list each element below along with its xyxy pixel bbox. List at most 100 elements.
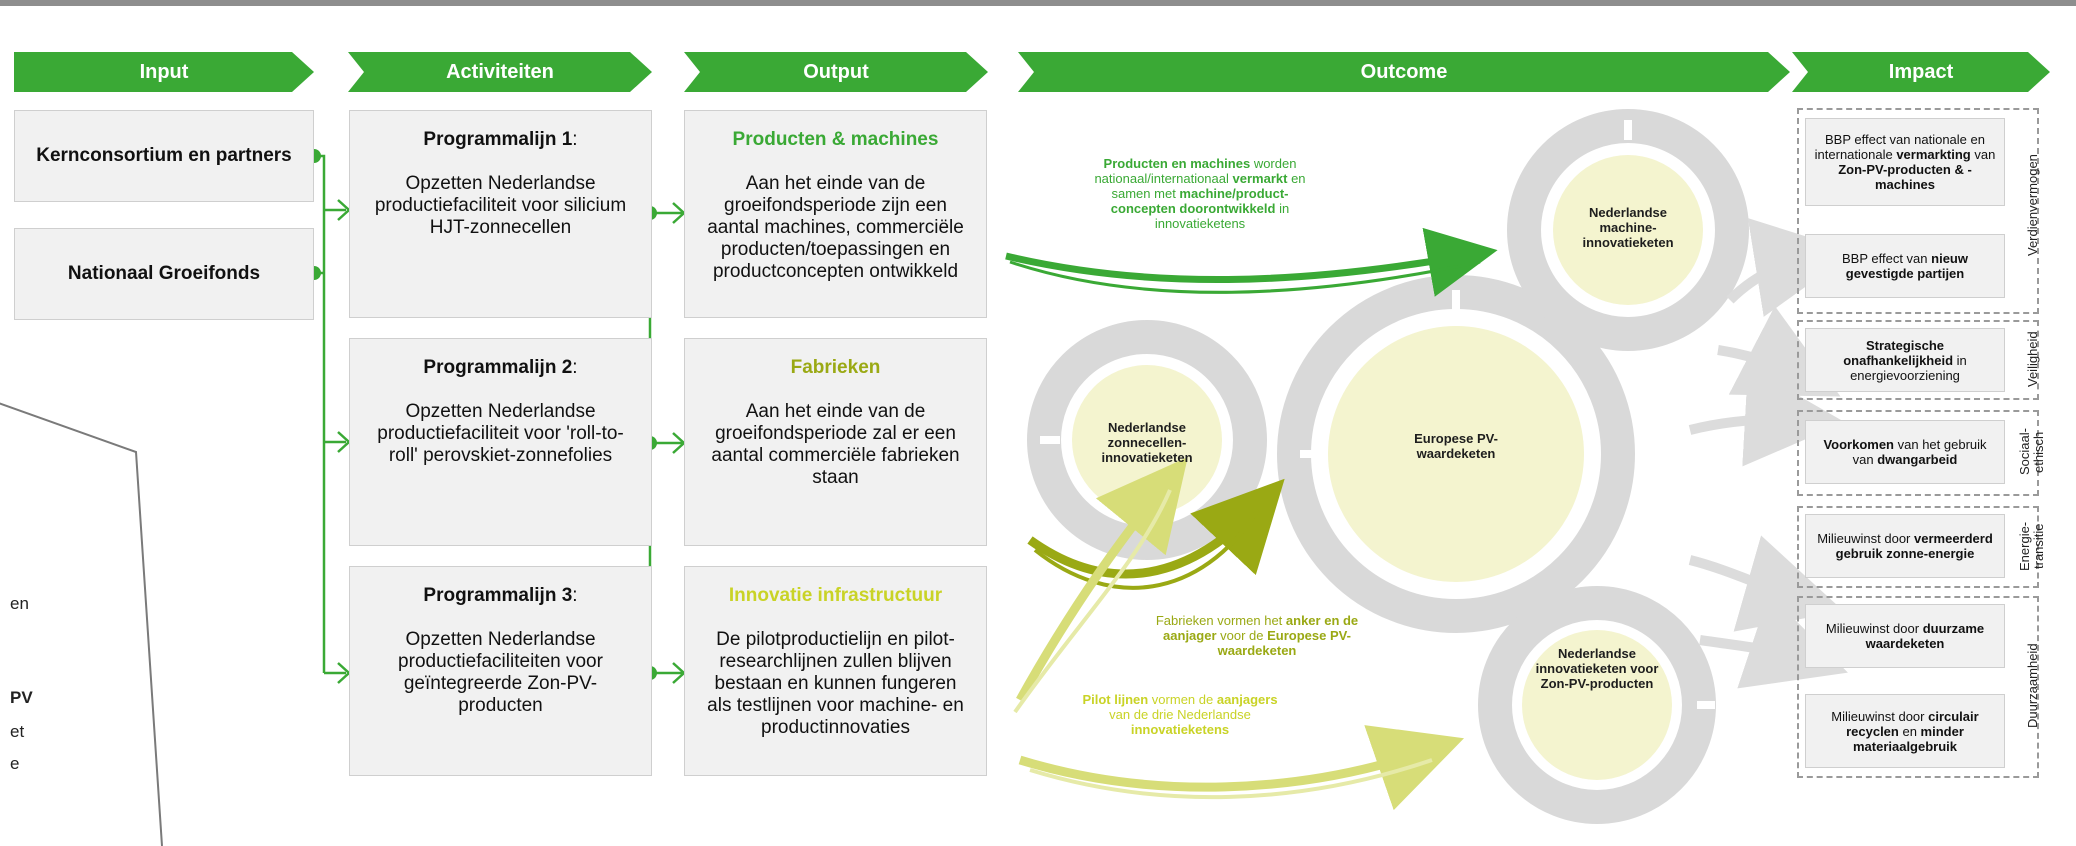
impact-bold: circulair recyclen xyxy=(1846,708,1979,739)
output-title: Innovatie infrastructuur xyxy=(728,585,943,606)
impact-group-duurzaamheid xyxy=(1797,596,2039,778)
ann-text: in innovatieketens xyxy=(1154,201,1290,231)
header-impact: Impact xyxy=(1792,52,2050,92)
left-fragment-4: e xyxy=(10,754,20,773)
annotation-factories: Fabrieken vormen het anker en de aanjage… xyxy=(1152,613,1362,658)
impact-text: BBP effect van nationale en internationa… xyxy=(1814,132,1985,162)
header-activities: Activiteiten xyxy=(348,52,652,92)
impact-bold: minder materiaalgebruik xyxy=(1852,723,1964,754)
left-fragment-3: et xyxy=(10,722,25,741)
circle-zonpv xyxy=(1522,630,1672,780)
header-input: Input xyxy=(14,52,314,92)
ann-text: en samen met xyxy=(1111,171,1306,201)
program-box-1: Programmalijn 1: Opzetten Nederlandse pr… xyxy=(349,110,652,318)
category-sociaal-ethisch: Sociaal-ethisch xyxy=(2017,428,2046,476)
output-box-factories: Fabrieken Aan het einde van de groeifond… xyxy=(684,338,987,546)
ann-text: worden nationaal/internationaal xyxy=(1094,156,1297,186)
ann-bold: machine/product-concepten doorontwikkeld xyxy=(1110,186,1289,216)
arrow-pilot-4 xyxy=(1029,758,1433,800)
program-box-2: Programmalijn 2: Opzetten Nederlandse pr… xyxy=(349,338,652,546)
output-text: Aan het einde van de groeifondsperiode z… xyxy=(707,173,964,282)
impact-box-zonne-energie: Milieuwinst door vermeerderd gebruik zon… xyxy=(1805,514,2005,578)
impact-box-text: Milieuwinst door duurzame waardeketen xyxy=(1814,621,1996,651)
impact-bold: Voorkomen xyxy=(1823,437,1895,452)
impact-bold: vermarkting xyxy=(1896,147,1971,162)
arrow-impact-2 xyxy=(1717,305,1841,397)
program-title-colon: : xyxy=(572,585,578,606)
program-text: Opzetten Nederlandse productiefaciliteit… xyxy=(377,401,624,466)
program-title-colon: : xyxy=(572,357,578,378)
ann-bold: innovatieketens xyxy=(1130,722,1230,737)
impact-box-text: Strategische onafhankelijkheid in energi… xyxy=(1814,338,1996,383)
ann-bold: Producten en machines xyxy=(1103,156,1251,171)
ann-bold: anker en de aanjager xyxy=(1163,613,1359,643)
impact-box-text: Milieuwinst door circulair recyclen en m… xyxy=(1814,709,1996,754)
ann-bold: vermarkt xyxy=(1232,171,1288,186)
arrow-products-2 xyxy=(1009,260,1481,294)
output-title: Producten & machines xyxy=(732,129,939,150)
impact-text: BBP effect van xyxy=(1842,251,1932,266)
arrow-factories-2 xyxy=(1033,508,1260,590)
program-title: Programmalijn 1: xyxy=(350,129,651,151)
arrow-pilot-2 xyxy=(1013,489,1172,714)
header-output: Output xyxy=(684,52,988,92)
impact-text: en xyxy=(1898,723,1921,739)
arrow-impact-4 xyxy=(1688,535,1844,632)
impact-bold: nieuw gevestigde partijen xyxy=(1845,251,1968,281)
left-fragment-1: en xyxy=(10,594,29,613)
category-duurzaamheid: Duurzaamheid xyxy=(2025,643,2040,729)
arrow-pilot-3 xyxy=(1018,725,1465,811)
impact-bold: dwangarbeid xyxy=(1877,452,1958,467)
output-title: Fabrieken xyxy=(790,357,881,378)
ann-bold: Pilot lijnen xyxy=(1082,692,1149,707)
input-box-groeifonds: Nationaal Groeifonds xyxy=(14,228,314,320)
category-energietransitie: Energie-transitie xyxy=(2017,521,2046,571)
impact-text: Milieuwinst door xyxy=(1825,621,1923,636)
ann-bold: aanjagers xyxy=(1216,692,1278,707)
label-machine-innovatieketen: Nederlandse machine-innovatieketen xyxy=(1582,205,1674,250)
impact-box-text: Milieuwinst door vermeerderd gebruik zon… xyxy=(1814,531,1996,561)
header-outcome: Outcome xyxy=(1018,52,1790,92)
impact-box-strategische: Strategische onafhankelijkheid in energi… xyxy=(1805,328,2005,392)
impact-bold: Strategische onafhankelijkheid xyxy=(1843,337,1954,368)
program-title-text: Programmalijn 3 xyxy=(423,585,573,606)
label-zonnecellen-innovatieketen: Nederlandse zonnecellen-innovatieketen xyxy=(1101,420,1193,465)
circle-machine xyxy=(1553,155,1703,305)
impact-bold: duurzame waardeketen xyxy=(1865,621,1985,651)
impact-box-text: Voorkomen van het gebruik van dwangarbei… xyxy=(1814,437,1996,467)
ann-text: van de drie Nederlandse xyxy=(1109,707,1251,722)
program-title-text: Programmalijn 1 xyxy=(423,129,573,150)
left-fragment-2: PV xyxy=(10,688,33,707)
program-text: Opzetten Nederlandse productiefaciliteit… xyxy=(398,629,603,716)
top-rule xyxy=(0,0,2076,6)
arrow-factories-1 xyxy=(1027,478,1285,579)
impact-box-circulair: Milieuwinst door circulair recyclen en m… xyxy=(1805,694,2005,768)
arrow-impact-3 xyxy=(1688,366,1845,467)
impact-box-bbp-nieuw: BBP effect van nieuw gevestigde partijen xyxy=(1805,234,2005,298)
impact-group-verdienvermogen xyxy=(1797,108,2039,314)
impact-box-dwangarbeid: Voorkomen van het gebruik van dwangarbei… xyxy=(1805,420,2005,484)
label-zonpv-innovatieketen: Nederlandse innovatieketen voor Zon-PV-p… xyxy=(1535,646,1659,691)
annotation-pilot: Pilot lijnen vormen de aanjagers van de … xyxy=(1080,692,1280,737)
impact-text: Milieuwinst door xyxy=(1831,708,1929,724)
impact-box-bbp-vermarkting: BBP effect van nationale en internationa… xyxy=(1805,118,2005,206)
impact-bold: vermeerderd gebruik zonne-energie xyxy=(1835,531,1993,561)
program-box-3: Programmalijn 3: Opzetten Nederlandse pr… xyxy=(349,566,652,776)
impact-group-sociaal xyxy=(1797,410,2039,496)
category-veiligheid: Veiligheid xyxy=(2025,331,2040,387)
ann-text: voor de xyxy=(1216,628,1268,643)
program-title: Programmalijn 2: xyxy=(350,357,651,379)
impact-text: in energievoorziening xyxy=(1850,352,1967,383)
output-text: De pilotproductielijn en pilot-researchl… xyxy=(707,629,964,738)
ann-bold: Europese PV-waardeketen xyxy=(1217,628,1351,658)
impact-box-duurzame-waardeketen: Milieuwinst door duurzame waardeketen xyxy=(1805,604,2005,668)
program-title-text: Programmalijn 2 xyxy=(423,357,573,378)
impact-group-veiligheid xyxy=(1797,320,2039,400)
ann-text: Fabrieken vormen het xyxy=(1155,613,1286,628)
program-text: Opzetten Nederlandse productiefaciliteit… xyxy=(374,173,627,238)
impact-text: Milieuwinst door xyxy=(1817,531,1915,546)
impact-group-energietransitie xyxy=(1797,506,2039,588)
output-box-products: Producten & machines Aan het einde van d… xyxy=(684,110,987,318)
impact-text: van xyxy=(1970,147,1996,162)
